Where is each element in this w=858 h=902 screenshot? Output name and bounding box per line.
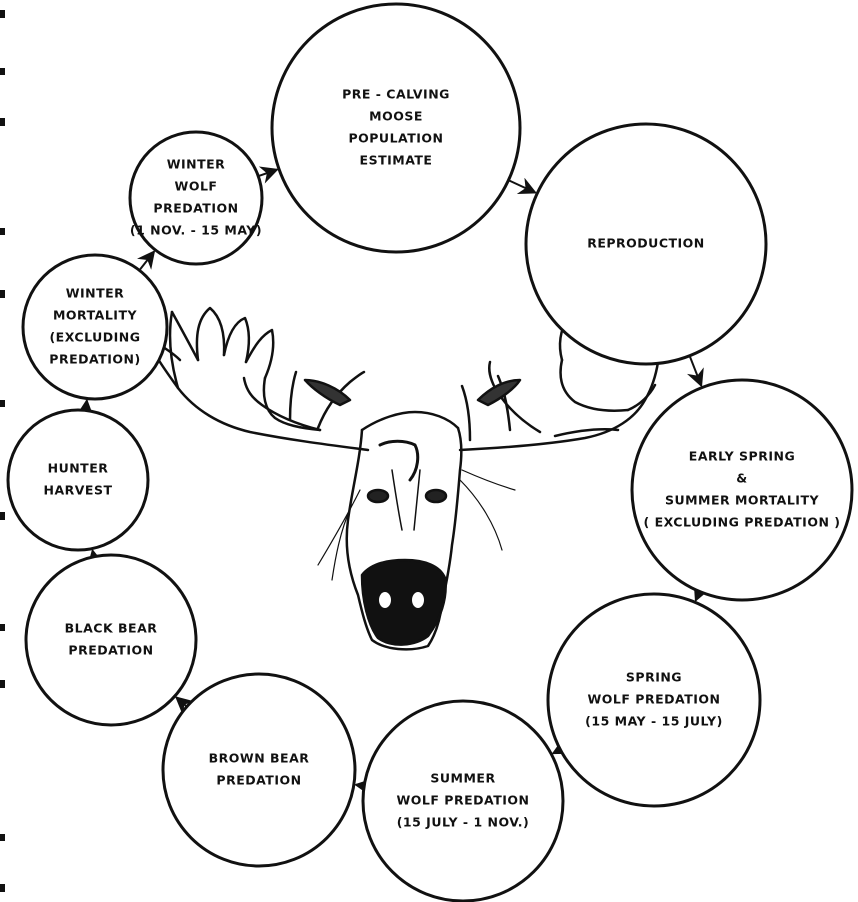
arrow-spring-wolf-to-summer-wolf [551,737,572,755]
node-label-line: HARVEST [43,483,112,498]
node-label-line: PRE - CALVING [342,87,450,102]
arrow-summer-wolf-to-brown-bear [354,778,374,797]
node-label-line: (1 NOV. - 15 MAY) [130,223,262,238]
node-label-line: MOOSE [369,109,423,124]
arrow-black-bear-to-hunter [87,548,105,569]
node-summer-wolf: SUMMER WOLF PREDATION (15 JULY - 1 NOV.) [361,699,565,902]
node-label-line: BROWN BEAR [209,751,310,766]
node-label-line: WOLF [175,179,218,194]
node-winter-mortality: WINTER MORTALITY (EXCLUDING PREDATION) [21,253,169,401]
node-label-line: ESTIMATE [360,153,433,168]
node-spring-wolf: SPRING WOLF PREDATION (15 MAY - 15 JULY) [546,592,762,808]
node-pre-calving: PRE - CALVING MOOSE POPULATION ESTIMATE [270,2,522,254]
node-circle [128,130,264,266]
node-label-line: SPRING [626,670,682,685]
node-label-line: MORTALITY [53,308,138,323]
node-label-line: HUNTER [48,461,109,476]
arrow-brown-bear-to-black-bear [175,696,195,715]
node-circle [270,2,522,254]
node-label-line: PREDATION [216,773,301,788]
node-label-line: SUMMER [430,771,495,786]
arrow-pre-calving-to-reproduction [508,177,537,194]
node-label-line: EARLY SPRING [689,449,795,464]
node-label-line: WINTER [167,157,226,172]
scan-edge-marks [0,10,5,892]
node-winter-wolf: WINTER WOLF PREDATION (1 NOV. - 15 MAY) [128,130,264,266]
node-circle [21,253,169,401]
node-circle [546,592,762,808]
cycle-nodes: PRE - CALVING MOOSE POPULATION ESTIMATE REPR… [6,2,854,902]
node-label-line: PREDATION [68,643,153,658]
cycle-arrows [76,166,711,797]
arrow-reproduction-to-early-spring [687,356,704,388]
arrow-winter-mortality-to-winter-wolf [137,250,156,271]
node-label-line: & [736,471,747,486]
node-circle [24,553,198,727]
node-circle [524,122,768,366]
node-black-bear: BLACK BEAR PREDATION [24,553,198,727]
node-reproduction: REPRODUCTION [524,122,768,366]
arrow-early-spring-to-spring-wolf [693,581,711,603]
node-circle [630,378,854,602]
node-label-line: WOLF PREDATION [397,793,530,808]
node-label-line: WOLF PREDATION [588,692,721,707]
node-circle [361,699,565,902]
node-label-line: PREDATION [153,201,238,216]
node-label-line: ( EXCLUDING PREDATION ) [644,515,841,530]
node-brown-bear: BROWN BEAR PREDATION [161,672,357,868]
node-label-line: (15 JULY - 1 NOV.) [397,815,530,830]
node-label-line: REPRODUCTION [587,236,705,251]
node-early-spring: EARLY SPRING & SUMMER MORTALITY ( EXCLUDING… [630,378,854,602]
node-label-line: WINTER [66,286,125,301]
node-label-line: (EXCLUDING [49,330,140,345]
node-label-line: POPULATION [348,131,443,146]
node-circle [6,408,150,552]
node-label-line: (15 MAY - 15 JULY) [585,714,723,729]
moose-head-illustration [146,294,661,651]
node-label-line: SUMMER MORTALITY [665,493,820,508]
node-label-line: BLACK BEAR [65,621,158,636]
node-label-line: PREDATION) [49,352,140,367]
arrow-hunter-to-winter-mortality [76,398,94,418]
arrow-winter-wolf-to-pre-calving [258,166,279,184]
node-circle [161,672,357,868]
node-hunter: HUNTER HARVEST [6,408,150,552]
